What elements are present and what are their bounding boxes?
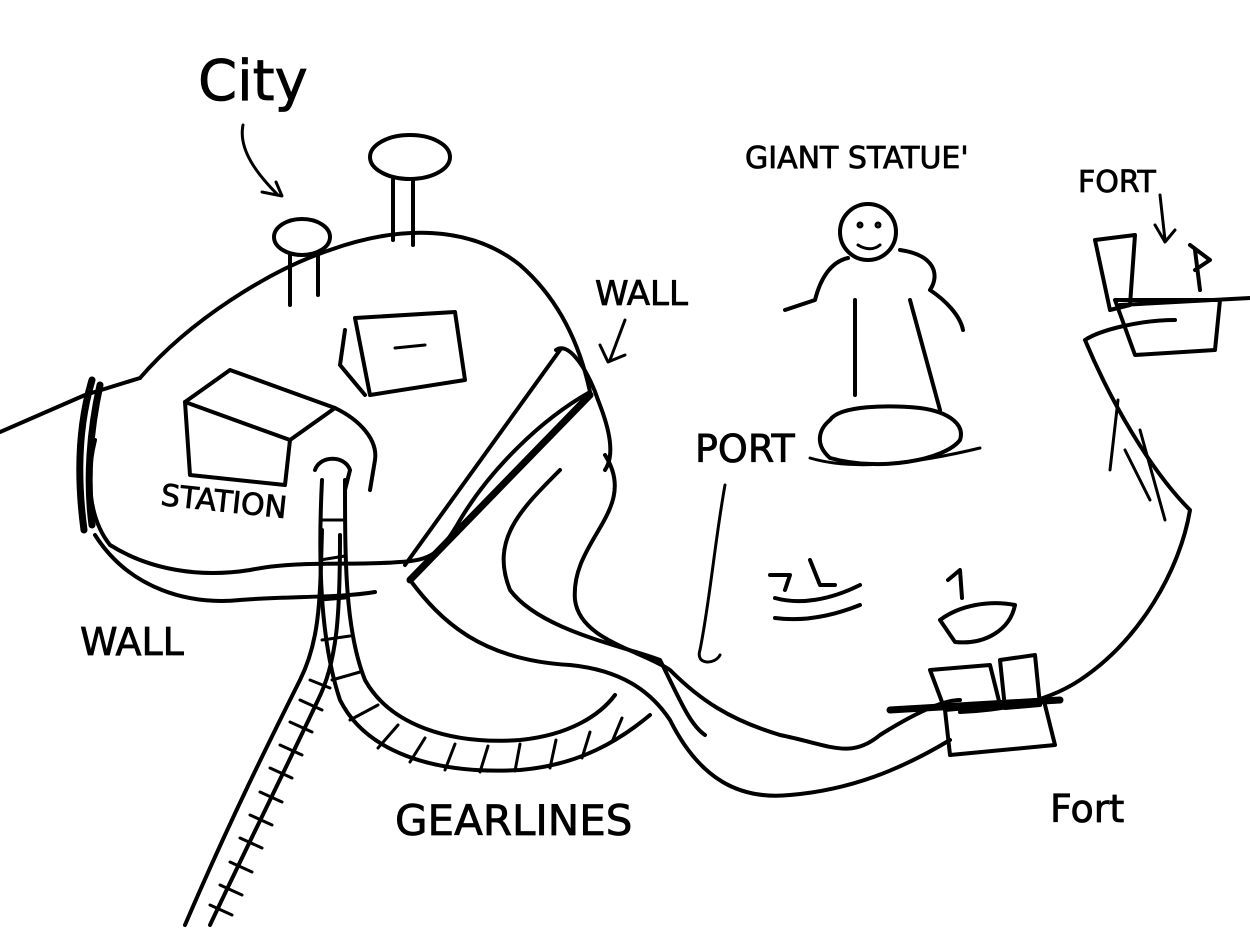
river-outer [572, 453, 962, 751]
label-fort-top-right: FORT [1078, 165, 1157, 200]
label-wall-left: WALL [80, 620, 184, 664]
label-giant-statue: GIANT STATUE' [745, 141, 969, 176]
right-cliff-lines [1108, 398, 1167, 522]
left-wall [0, 376, 142, 534]
giant-statue [783, 202, 982, 467]
label-gearlines: GEARLINES [395, 796, 632, 845]
station-building [183, 368, 378, 492]
label-station: STATION [159, 478, 288, 526]
city-building [338, 310, 467, 397]
central-wall [403, 346, 613, 584]
fort-bottom [886, 568, 1064, 757]
ships [768, 558, 862, 622]
wall-arrow [598, 318, 627, 364]
river-inner [501, 468, 707, 737]
city-towers [272, 133, 452, 307]
gearlines-track [318, 478, 652, 774]
fort-arrow [1153, 193, 1177, 244]
fort-top-right [1093, 233, 1222, 357]
label-port: PORT [695, 427, 795, 471]
port-pointer [697, 483, 727, 664]
river-lower [408, 578, 952, 798]
city-arrow [240, 123, 284, 198]
city-plateau-outline [88, 230, 592, 575]
cliff-edge [93, 533, 377, 603]
railway-left-track [183, 528, 342, 927]
label-fort-bottom: Fort [1050, 787, 1124, 831]
label-city: City [198, 49, 308, 114]
label-wall-top: WALL [595, 274, 688, 314]
right-coast [958, 318, 1192, 714]
